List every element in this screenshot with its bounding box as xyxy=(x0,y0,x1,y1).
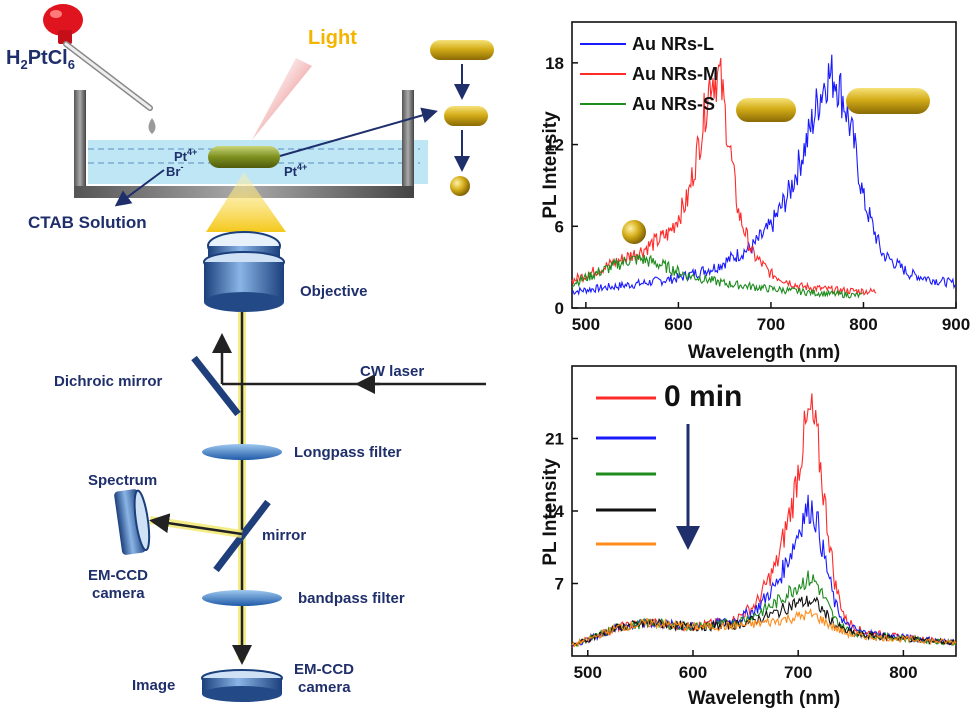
nanosphere-inset xyxy=(622,220,646,244)
emccd-left-label-2: camera xyxy=(92,585,145,602)
y-tick-label: 12 xyxy=(545,136,564,155)
chart-bottom-xlabel: Wavelength (nm) xyxy=(688,688,840,709)
nanorod-long-inset xyxy=(846,88,930,114)
chart-bottom-ylabel: PL Intensity xyxy=(540,458,561,566)
chart-top-legend: Au NRs-L Au NRs-M Au NRs-S xyxy=(580,34,718,114)
chart-top-series xyxy=(571,54,956,299)
series-line-2 xyxy=(571,254,863,299)
light-beam xyxy=(252,58,312,140)
legend-label-s: Au NRs-S xyxy=(632,94,715,114)
chart-top-frame xyxy=(571,21,957,309)
y-tick-label: 21 xyxy=(545,430,564,449)
dropper-icon xyxy=(43,4,156,134)
solution-label: CTAB Solution xyxy=(28,213,147,232)
longpass-label: Longpass filter xyxy=(294,444,402,461)
emccd-bottom-label-1: EM-CCD xyxy=(294,661,354,678)
nanosphere xyxy=(450,176,470,196)
mirror-label: mirror xyxy=(262,527,306,544)
y-tick-label: 0 xyxy=(555,299,564,318)
spectrum-beam xyxy=(149,513,243,536)
bottom-camera-icon xyxy=(201,669,283,702)
chart-bottom-legend: 0 min xyxy=(596,380,742,550)
x-tick-label: 700 xyxy=(784,663,812,682)
legend-label-l: Au NRs-L xyxy=(632,34,714,54)
x-tick-label: 800 xyxy=(849,315,877,334)
objective-icon xyxy=(203,231,285,312)
series-line-2 xyxy=(571,570,957,648)
precursor-label: H2PtCl6 xyxy=(6,47,75,72)
x-tick-label: 600 xyxy=(664,315,692,334)
nanorod-medium-inset xyxy=(736,98,796,122)
x-tick-label: 500 xyxy=(572,315,600,334)
bandpass-label: bandpass filter xyxy=(298,590,405,607)
series-line-4 xyxy=(571,607,957,648)
x-tick-label: 600 xyxy=(679,663,707,682)
series-line-1 xyxy=(571,494,957,647)
series-line-3 xyxy=(571,595,957,647)
chart-bottom-ticks: 500 600 700 800 7 14 21 xyxy=(545,430,918,683)
emccd-left-label-1: EM-CCD xyxy=(88,567,148,584)
chart-bottom: 500 600 700 800 7 14 21 PL Intensity Wavelengt… xyxy=(540,365,957,709)
nanorod-long xyxy=(430,40,494,60)
x-tick-label: 800 xyxy=(889,663,917,682)
container-right-wall xyxy=(402,90,414,198)
light-label: Light xyxy=(308,27,357,49)
series-line-0 xyxy=(571,54,956,296)
image-label: Image xyxy=(132,677,175,694)
y-tick-label: 6 xyxy=(555,217,564,236)
bandpass-filter-icon xyxy=(202,590,282,606)
nanorod-green xyxy=(208,146,280,168)
series-line-1 xyxy=(571,57,877,296)
y-tick-label: 14 xyxy=(545,502,564,521)
spectrum-camera-icon xyxy=(114,489,151,555)
arrow-to-evolution xyxy=(279,107,438,157)
setup-schematic: H2PtCl6 Light Pt4+ Pt4+ Br- CTAB Solutio… xyxy=(6,4,494,702)
chart-top-ticks: 500 600 700 800 900 0 6 12 18 xyxy=(545,54,970,334)
objective-label: Objective xyxy=(300,283,368,300)
dichroic-label: Dichroic mirror xyxy=(54,373,163,390)
y-tick-label: 18 xyxy=(545,54,564,73)
excitation-cone xyxy=(206,172,286,232)
longpass-filter-icon xyxy=(202,444,282,460)
nanorod-medium xyxy=(444,106,488,126)
time-annotation: 0 min xyxy=(664,380,742,413)
y-tick-label: 7 xyxy=(555,575,564,594)
mirror-icon xyxy=(213,499,271,573)
chart-bottom-series xyxy=(571,393,957,648)
legend-label-m: Au NRs-M xyxy=(632,64,718,84)
ion-br: Br- xyxy=(166,162,183,179)
x-tick-label: 700 xyxy=(757,315,785,334)
dichroic-mirror-icon xyxy=(191,355,241,417)
spectrum-label: Spectrum xyxy=(88,472,157,489)
chart-top-xlabel: Wavelength (nm) xyxy=(688,342,840,363)
x-tick-label: 900 xyxy=(942,315,970,334)
chart-top-ylabel: PL Intensity xyxy=(540,111,561,219)
arrow-to-solution xyxy=(114,169,165,207)
laser-label: CW laser xyxy=(360,363,424,380)
container-left-wall xyxy=(74,90,86,198)
emccd-bottom-label-2: camera xyxy=(298,679,351,696)
chart-top: 500 600 700 800 900 0 6 12 18 PL Intensity Wavel… xyxy=(540,21,970,363)
x-tick-label: 500 xyxy=(574,663,602,682)
